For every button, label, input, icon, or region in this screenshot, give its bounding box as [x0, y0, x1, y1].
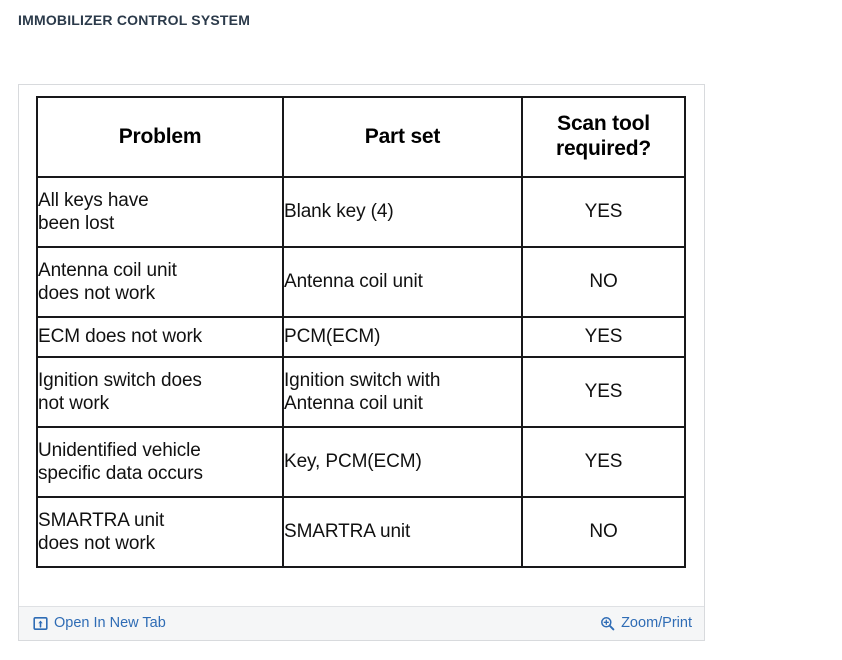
cell-scan-tool: YES [521, 426, 686, 498]
page-title: IMMOBILIZER CONTROL SYSTEM [18, 12, 251, 28]
cell-scan-tool: YES [521, 316, 686, 358]
zoom-print-link[interactable]: Zoom/Print [600, 615, 692, 631]
figure-panel: Problem Part set Scan tool required? All… [18, 84, 705, 641]
cell-part-set-line1: Ignition switch with [284, 369, 441, 391]
cell-problem-line2: not work [38, 393, 110, 414]
table-header: Problem Part set Scan tool required? [36, 96, 686, 178]
cell-problem: SMARTRA unit does not work [36, 496, 284, 568]
cell-problem: Antenna coil unit does not work [36, 246, 284, 318]
cell-part-set: Ignition switch with Antenna coil unit [282, 356, 523, 428]
cell-part-set-line2: Antenna coil unit [284, 393, 423, 414]
cell-problem-line1: Unidentified vehicle [38, 439, 201, 461]
magnifier-plus-icon [600, 616, 615, 631]
cell-problem-line2: does not work [38, 283, 155, 304]
cell-part-set: PCM(ECM) [282, 316, 523, 358]
table-row: Unidentified vehicle specific data occur… [36, 426, 686, 498]
open-in-new-tab-link[interactable]: Open In New Tab [33, 615, 166, 631]
cell-problem: ECM does not work [36, 316, 284, 358]
cell-problem: Unidentified vehicle specific data occur… [36, 426, 284, 498]
cell-scan-tool: NO [521, 246, 686, 318]
column-header-part-set: Part set [282, 96, 523, 178]
cell-problem: All keys have been lost [36, 176, 284, 248]
column-header-scan-tool-line1: Scan tool [557, 112, 650, 136]
cell-part-set: Blank key (4) [282, 176, 523, 248]
figure-footer-bar: Open In New Tab Zoom/Print [19, 606, 704, 640]
cell-part-set: Antenna coil unit [282, 246, 523, 318]
table-row: ECM does not work PCM(ECM) YES [36, 316, 686, 358]
cell-problem-line2: specific data occurs [38, 463, 203, 484]
table-body: All keys have been lost Blank key (4) YE… [36, 176, 686, 568]
column-header-problem: Problem [36, 96, 284, 178]
zoom-print-label: Zoom/Print [621, 615, 692, 631]
table-row: SMARTRA unit does not work SMARTRA unit … [36, 496, 686, 568]
table-row: Ignition switch does not work Ignition s… [36, 356, 686, 428]
cell-problem-line1: SMARTRA unit [38, 509, 165, 531]
cell-problem: Ignition switch does not work [36, 356, 284, 428]
figure-image-area: Problem Part set Scan tool required? All… [19, 85, 704, 607]
cell-scan-tool: YES [521, 356, 686, 428]
open-in-new-tab-icon [33, 616, 48, 631]
immobilizer-problem-table: Problem Part set Scan tool required? All… [36, 96, 686, 568]
cell-problem-line1: All keys have [38, 189, 149, 211]
cell-problem-line1: Antenna coil unit [38, 259, 177, 281]
open-in-new-tab-label: Open In New Tab [54, 615, 166, 631]
cell-scan-tool: YES [521, 176, 686, 248]
column-header-scan-tool-line2: required? [555, 137, 652, 160]
column-header-scan-tool: Scan tool required? [521, 96, 686, 178]
cell-problem-line2: been lost [38, 213, 115, 234]
cell-problem-line1: Ignition switch does [38, 369, 202, 391]
table-row: Antenna coil unit does not work Antenna … [36, 246, 686, 318]
cell-problem-line2: does not work [38, 533, 155, 554]
cell-part-set: SMARTRA unit [282, 496, 523, 568]
table-header-row: Problem Part set Scan tool required? [36, 96, 686, 178]
cell-scan-tool: NO [521, 496, 686, 568]
table-row: All keys have been lost Blank key (4) YE… [36, 176, 686, 248]
cell-part-set: Key, PCM(ECM) [282, 426, 523, 498]
